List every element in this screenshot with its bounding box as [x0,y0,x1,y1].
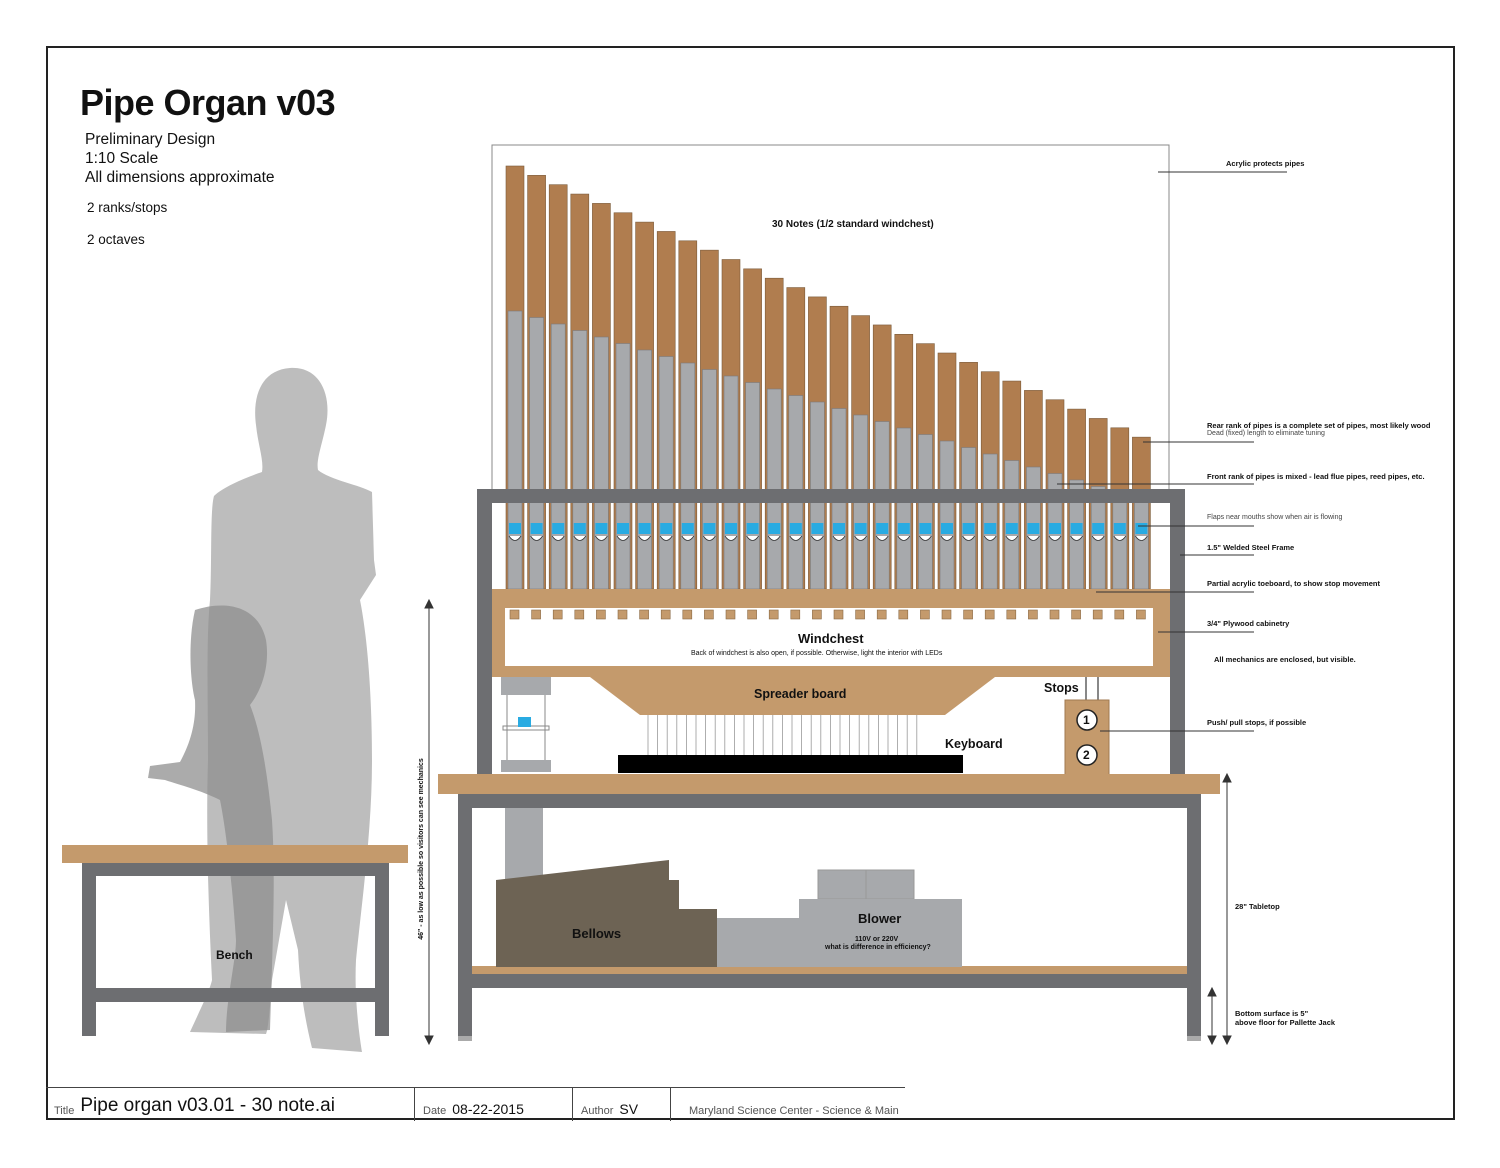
title-value: Pipe organ v03.01 - 30 note.ai [80,1095,335,1116]
stop-1[interactable]: 1 [1083,713,1090,727]
windchest-note: Back of windchest is also open, if possi… [691,650,943,657]
flap-demo [501,677,551,772]
annotation-rear-rank: Rear rank of pipes is a complete set of … [1207,421,1431,430]
annotation-bottom-2: above floor for Pallette Jack [1235,1018,1336,1027]
blower-label: Blower [858,911,902,926]
annotation-toeboard: Partial acrylic toeboard, to show stop m… [1207,579,1380,588]
title-cell: Title Pipe organ v03.01 - 30 note.ai [46,1088,415,1121]
bellows [496,808,717,967]
bench [62,845,408,1036]
keyboard-label: Keyboard [945,737,1003,751]
blower-note-1: 110V or 220V [855,936,899,943]
title-key: Title [54,1105,75,1117]
spreader-label: Spreader board [754,687,847,701]
annotation-flaps: Flaps near mouths show when air is flowi… [1207,514,1343,521]
subtitle-line: Preliminary Design [85,131,216,148]
subtitle-line: 1:10 Scale [85,150,159,167]
blower-note-2: what is difference in efficiency? [825,944,931,951]
pipes-label: 30 Notes (1/2 standard windchest) [772,219,934,230]
author-value: SV [619,1101,639,1117]
org-text: Maryland Science Center - Science & Main [689,1105,899,1117]
author-cell: Author SV [573,1088,671,1121]
blower [717,869,962,967]
annotation-tabletop: 28" Tabletop [1235,902,1280,911]
child-silhouette-icon [148,605,274,1032]
org-cell: Maryland Science Center - Science & Main [671,1088,905,1121]
ranks-text: 2 ranks/stops [87,200,168,215]
date-value: 08-22-2015 [452,1101,524,1117]
stop-2[interactable]: 2 [1083,748,1090,762]
keyboard [618,755,963,773]
steel-frame [477,489,1185,777]
annotation-acrylic: Acrylic protects pipes [1226,159,1305,168]
page-title: Pipe Organ v03 [80,82,336,123]
bellows-label: Bellows [572,926,622,941]
windchest-label: Windchest [798,631,864,646]
annotation-bottom-1: Bottom surface is 5" [1235,1009,1309,1018]
leader-lines [1057,171,1287,732]
annotation-plywood: 3/4" Plywood cabinetry [1207,619,1290,628]
spreader-board [590,677,995,715]
date-cell: Date 08-22-2015 [415,1088,573,1121]
annotation-rear-rank-sub: Dead (fixed) length to eliminate tuning [1207,430,1325,437]
bench-label: Bench [216,948,253,962]
drawing-border [46,46,1455,1120]
windchest [492,589,1170,677]
stops-label: Stops [1044,681,1079,695]
octaves-text: 2 octaves [87,232,145,247]
annotation-frame: 1.5" Welded Steel Frame [1207,543,1295,552]
annotation-mechanics: All mechanics are enclosed, but visible. [1214,655,1356,664]
annotation-front-rank: Front rank of pipes is mixed - lead flue… [1207,472,1425,481]
date-key: Date [423,1105,447,1117]
table [438,774,1220,1041]
dimension-lines [424,598,1232,1046]
height-dimension: 46" - as low as possible so visitors can… [418,758,425,940]
title-block: Title Pipe organ v03.01 - 30 note.ai Dat… [46,1087,905,1121]
author-key: Author [581,1105,614,1117]
subtitle-line: All dimensions approximate [85,169,275,186]
annotation-stops: Push/ pull stops, if possible [1207,718,1307,727]
stops-box [1064,677,1110,776]
